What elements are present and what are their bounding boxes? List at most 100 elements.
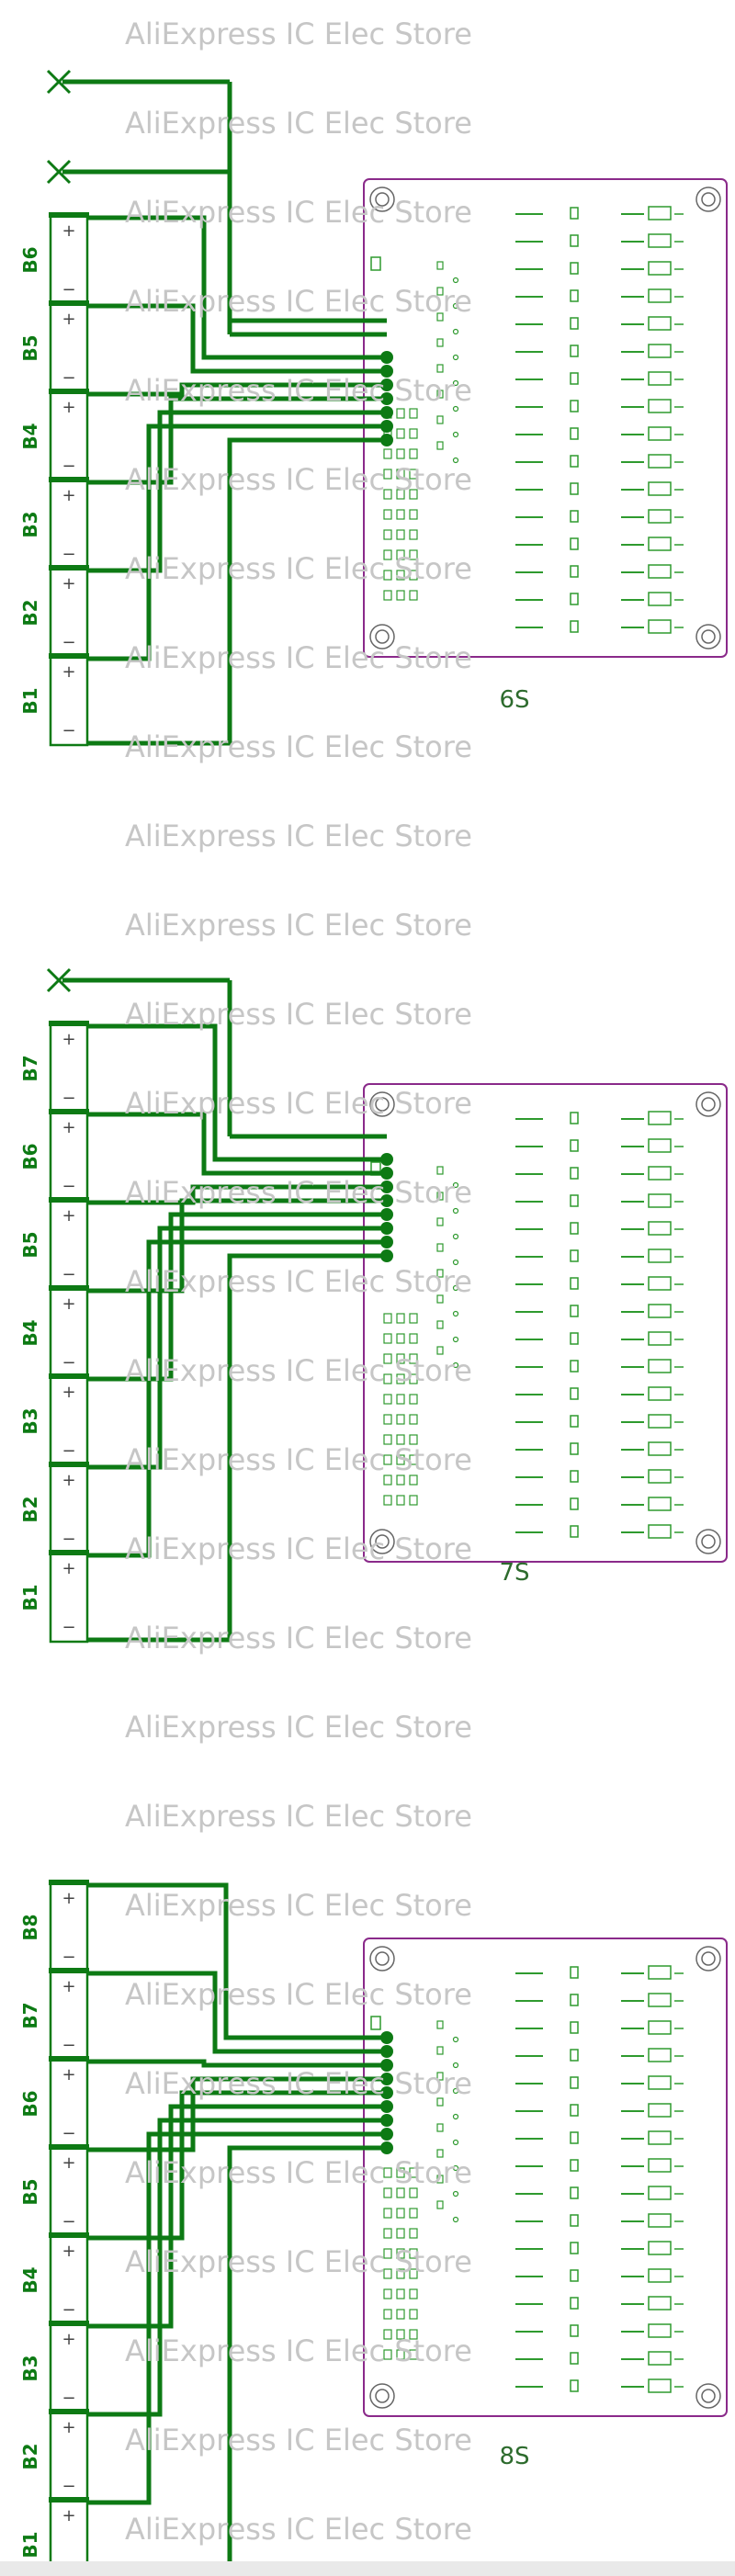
battery-terminal — [49, 1021, 89, 1026]
plus-sign: + — [62, 1118, 75, 1137]
pin-dot — [380, 1167, 393, 1180]
silk-pad — [570, 2297, 579, 2310]
minus-sign: − — [62, 1265, 75, 1284]
silk-via — [452, 2087, 459, 2095]
battery-terminal — [49, 212, 89, 218]
mounting-hole-icon — [701, 1534, 716, 1549]
silk-pad — [383, 448, 392, 459]
plus-sign: + — [62, 1294, 75, 1314]
silk-pad — [383, 2309, 392, 2320]
minus-sign: − — [62, 2124, 75, 2143]
silk-pad — [570, 2214, 579, 2227]
silk-pad — [383, 469, 392, 480]
pin-dot — [380, 1208, 393, 1221]
silk-pad — [396, 549, 405, 560]
diagram-layer: 6S+−B6+−B5+−B4+−B3+−B2+−B17S+−B7+−B6+−B5… — [19, 69, 728, 2576]
minus-sign: − — [62, 280, 75, 299]
silk-pad — [396, 590, 405, 601]
silk-pad — [570, 2021, 579, 2034]
silk-resistor — [648, 1331, 672, 1346]
battery-cell-icon — [49, 1287, 89, 1379]
silk-pad — [570, 1112, 579, 1124]
silk-pad — [396, 2208, 405, 2219]
cell-label: B2 — [19, 599, 41, 626]
silk-resistor — [648, 1276, 672, 1291]
silk-pad — [383, 1313, 392, 1324]
silk-pad — [383, 2167, 392, 2178]
plus-sign: + — [62, 2506, 75, 2525]
mounting-hole-icon — [695, 624, 721, 650]
silk-pad — [409, 1373, 418, 1384]
silk-pad — [570, 400, 579, 412]
silk-resistor — [648, 426, 672, 441]
mounting-hole-icon — [369, 1091, 395, 1117]
silk-resistor — [648, 1193, 672, 1208]
silk-via — [452, 457, 459, 464]
cell-wire — [87, 424, 387, 661]
watermark-text: AliExpress IC Elec Store — [125, 1264, 472, 1299]
battery-terminal — [49, 1550, 89, 1555]
silk-pad — [396, 2268, 405, 2279]
silk-pad — [570, 455, 579, 468]
cell-label: B6 — [19, 1143, 41, 1169]
battery-cell-icon — [49, 2411, 89, 2503]
negative-wire — [87, 437, 387, 746]
silk-resistor — [648, 1111, 672, 1125]
silk-pad — [383, 549, 392, 560]
silk-pad — [370, 256, 381, 271]
battery-cell-b8: +−B8 — [19, 1880, 89, 1973]
silk-pad — [436, 338, 444, 347]
plus-sign: + — [62, 1889, 75, 1908]
watermark-text: AliExpress IC Elec Store — [125, 2066, 472, 2101]
cell-label: B3 — [19, 1407, 41, 1434]
cell-label: B4 — [19, 1319, 41, 1346]
minus-sign: − — [62, 2477, 75, 2496]
silk-via — [452, 2164, 459, 2172]
pin-dot — [380, 1249, 393, 1262]
silk-pad — [383, 2208, 392, 2219]
watermark-text: AliExpress IC Elec Store — [125, 1621, 472, 1655]
minus-sign: − — [62, 2300, 75, 2320]
silk-via — [452, 328, 459, 335]
silk-pad — [436, 2020, 444, 2029]
silk-resistor — [648, 1359, 672, 1373]
silk-pad — [396, 2228, 405, 2239]
minus-sign: − — [62, 1089, 75, 1108]
battery-cell-b2: +−B2 — [19, 565, 89, 659]
silk-resistor — [648, 344, 672, 358]
silk-pad — [570, 1442, 579, 1455]
cell-wire — [87, 215, 387, 360]
pin-dot — [380, 406, 393, 419]
cell-wire — [87, 303, 387, 374]
battery-cell-b2: +−B2 — [19, 1462, 89, 1555]
plus-sign: + — [62, 662, 75, 682]
silk-pad — [396, 1474, 405, 1486]
battery-terminal — [49, 1462, 89, 1467]
battery-cell-b5: +−B5 — [19, 300, 89, 394]
silk-pad — [436, 2200, 444, 2209]
battery-cell-b7: +−B7 — [19, 1021, 89, 1114]
silk-pad — [436, 2123, 444, 2132]
pin-dot — [380, 1222, 393, 1235]
silk-pad — [396, 1454, 405, 1465]
silk-pad — [570, 372, 579, 385]
silk-resistor — [648, 1497, 672, 1511]
silk-pad — [436, 1294, 444, 1304]
bottom-scroll-bar — [0, 2561, 735, 2576]
battery-cell-icon — [49, 1552, 89, 1644]
silk-pad — [383, 1454, 392, 1465]
silk-resistor — [648, 1138, 672, 1153]
silk-pad — [436, 2175, 444, 2184]
pin-dot — [380, 2073, 393, 2085]
silk-via — [452, 1207, 459, 1215]
silk-pad — [383, 509, 392, 520]
x-mark-icon — [46, 967, 72, 993]
plus-sign: + — [62, 310, 75, 329]
plus-sign: + — [62, 486, 75, 505]
silk-pad — [570, 1966, 579, 1979]
watermark-text: AliExpress IC Elec Store — [125, 1175, 472, 1210]
battery-cell-icon — [49, 2146, 89, 2238]
mounting-hole-icon — [369, 2383, 395, 2409]
silk-resistor — [648, 1386, 672, 1401]
